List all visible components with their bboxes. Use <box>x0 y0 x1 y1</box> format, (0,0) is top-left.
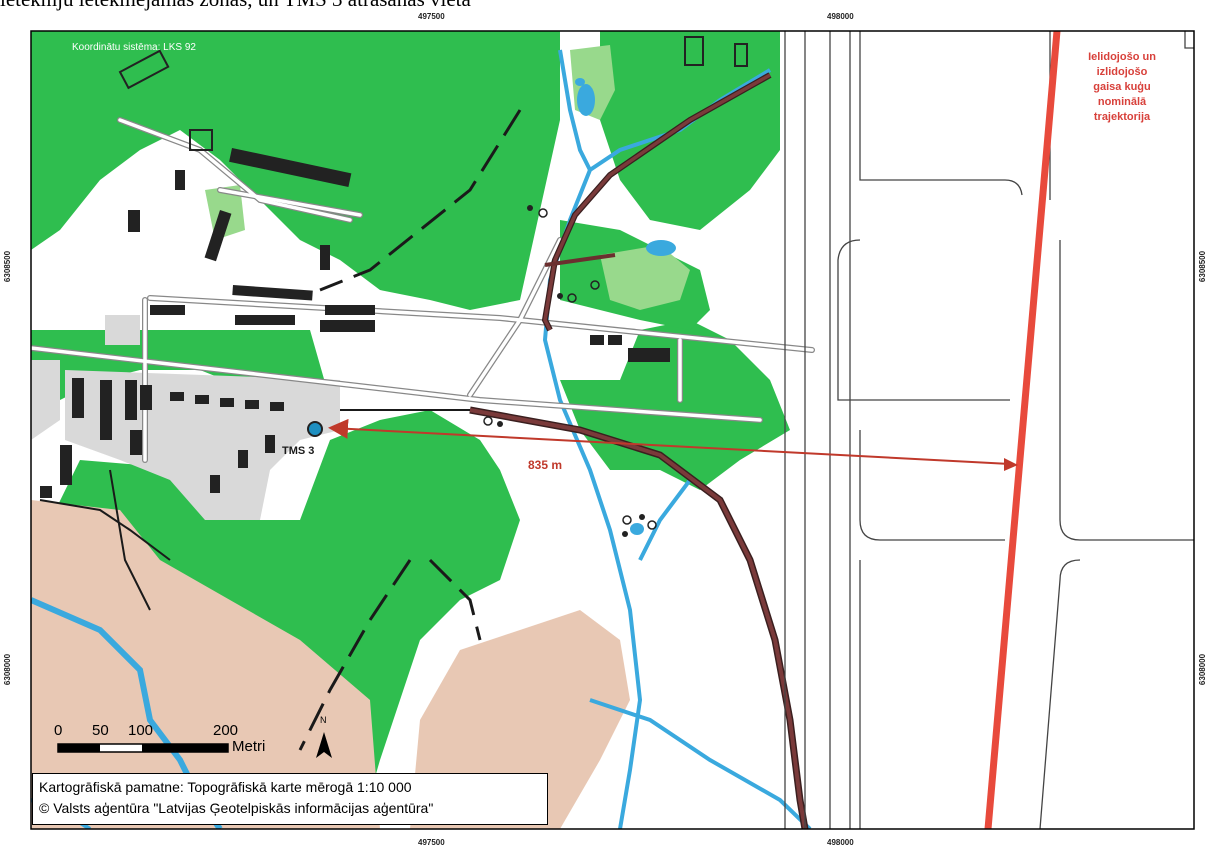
tree-markers-filled <box>497 205 645 537</box>
tick-bottom-497500: 497500 <box>418 838 445 847</box>
ponds <box>575 78 676 535</box>
north-arrow-icon <box>316 732 332 758</box>
scale-label-0: 0 <box>54 722 63 739</box>
roads-inner <box>31 118 814 462</box>
credit-line-1: Kartogrāfiskā pamatne: Topogrāfiskā kart… <box>39 779 412 795</box>
scale-label-50: 50 <box>92 722 109 739</box>
scale-label-200: 200 <box>213 722 239 739</box>
distance-arrow-head-right <box>1004 458 1018 471</box>
runway-note-line-4: nominālā <box>1097 96 1147 108</box>
building-outlines <box>118 36 748 151</box>
airport-pavements <box>784 31 1194 829</box>
buildings <box>40 148 670 498</box>
tms3-marker <box>307 421 323 437</box>
tree-markers <box>483 208 657 530</box>
runway-note: Ielidojošo un izlidojošo gaisa kuģu nomi… <box>1062 50 1182 125</box>
scale-bar <box>57 743 229 753</box>
runway-note-line-1: Ielidojošo un <box>1088 51 1156 63</box>
station-label: TMS 3 <box>282 445 315 457</box>
distance-arrow <box>328 418 1011 465</box>
north-label: N <box>320 715 327 725</box>
runway-note-line-5: trajektorija <box>1093 111 1151 123</box>
runway-trajectory-line <box>984 31 1061 829</box>
tick-top-498000: 498000 <box>827 12 854 21</box>
credit-line-2: © Valsts aģentūra "Latvijas Ģeotelpiskās… <box>39 800 434 816</box>
map-credits: Kartogrāfiskā pamatne: Topogrāfiskā kart… <box>32 773 548 825</box>
tick-top-497500: 497500 <box>418 12 445 21</box>
scale-label-100: 100 <box>128 722 154 739</box>
page-heading: ietekmju ietekmējamās zonas, un TMS 3 at… <box>0 0 471 12</box>
tick-bottom-498000: 498000 <box>827 838 854 847</box>
dashed-tracks <box>298 109 522 751</box>
distance-label: 835 m <box>528 458 563 472</box>
runway-note-line-2: izlidojošo <box>1096 66 1148 78</box>
scale-unit: Metri <box>232 738 266 755</box>
runway-note-line-3: gaisa kuģu <box>1093 81 1151 93</box>
crs-label: Koordinātu sistēma: LKS 92 <box>72 42 196 53</box>
